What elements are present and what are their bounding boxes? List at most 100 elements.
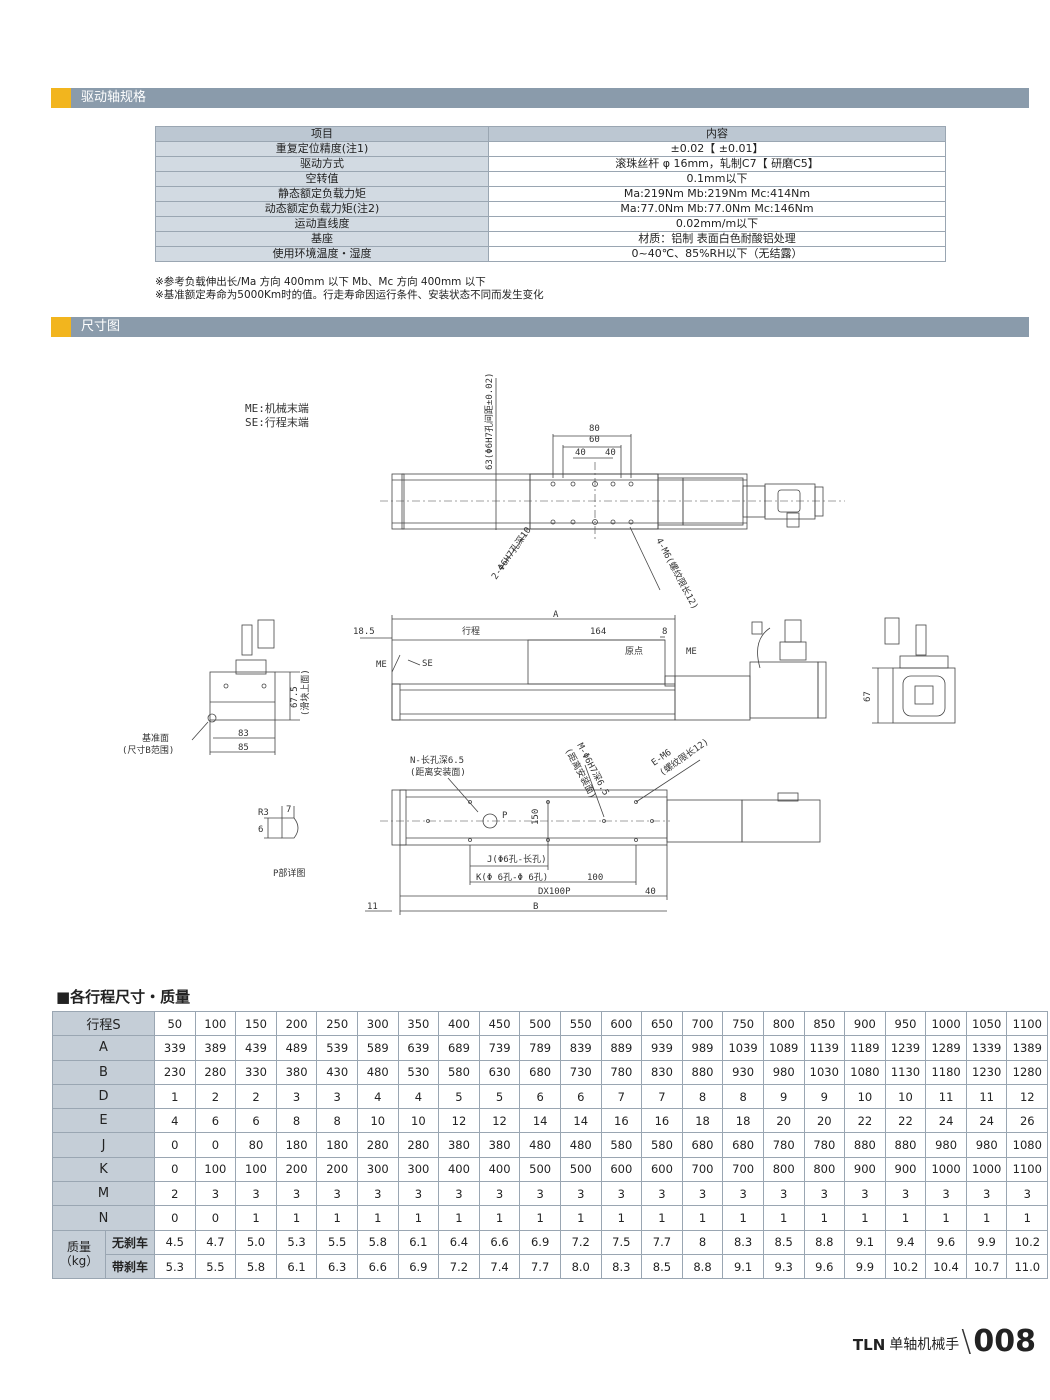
dim-cell: 800 <box>803 1156 846 1183</box>
p-mark: P <box>502 811 508 821</box>
mass-cell: 8.8 <box>681 1253 724 1280</box>
spec-value: 0~40℃、85%RH以下（无结露） <box>488 246 946 262</box>
dim-cell: 300 <box>397 1156 440 1183</box>
stroke-cell: 950 <box>884 1010 927 1037</box>
dim-cell: 3 <box>762 1181 805 1207</box>
dim-cell: 700 <box>722 1156 764 1183</box>
dim-cell: 4 <box>397 1083 440 1110</box>
dim-cell: 6 <box>194 1108 237 1134</box>
dim-150: 150 <box>531 809 541 825</box>
se-label: SE <box>422 659 433 669</box>
dim-cell: 2 <box>194 1083 237 1110</box>
n-hole-label: N-长孔深6.5 <box>410 754 464 766</box>
dim-cell: 1180 <box>925 1059 967 1085</box>
mass-cell: 8 <box>681 1229 724 1255</box>
dim-cell: 2 <box>154 1181 196 1207</box>
dim-cell: 680 <box>681 1132 724 1158</box>
dim-cell: 1 <box>154 1083 196 1110</box>
dim-cell: 5 <box>438 1083 480 1110</box>
dim-cell: 3 <box>316 1181 358 1207</box>
stroke-cell: 600 <box>600 1010 643 1037</box>
me-label-2: ME <box>686 647 697 657</box>
footer-subtitle: 单轴机械手 <box>889 1337 960 1353</box>
dim-cell: 0 <box>154 1156 196 1183</box>
dim-cell: 1389 <box>1006 1035 1049 1061</box>
dim-cell: 11 <box>965 1083 1008 1110</box>
dim-cell: 8 <box>275 1108 318 1134</box>
stroke-cell: 1000 <box>925 1010 967 1037</box>
dim-cell: 389 <box>194 1035 237 1061</box>
dim-cell: 24 <box>965 1108 1008 1134</box>
mass-cell: 6.9 <box>519 1229 561 1255</box>
dim-cell: 20 <box>762 1108 805 1134</box>
mass-cell: 9.9 <box>844 1253 886 1280</box>
spec-header-cell: 内容 <box>488 126 946 142</box>
stroke-cell: 850 <box>803 1010 846 1037</box>
dim-cell: 1339 <box>965 1035 1008 1061</box>
mass-cell: 5.3 <box>154 1253 196 1280</box>
dim-cell: 1 <box>925 1205 967 1231</box>
spec-header-cell: 项目 <box>155 126 489 142</box>
dim-cell: 4 <box>356 1083 399 1110</box>
spec-item: 使用环境温度・湿度 <box>155 246 489 262</box>
dim-cell: 3 <box>397 1181 440 1207</box>
dim-cell: 380 <box>275 1059 318 1085</box>
dim-cell: 80 <box>235 1132 277 1158</box>
dim-cell: 530 <box>397 1059 440 1085</box>
stroke-cell: 900 <box>844 1010 886 1037</box>
section-header-drive-spec: 驱动轴规格 <box>51 88 1029 108</box>
dim-cell: 1 <box>722 1205 764 1231</box>
dimension-drawing: ME:机械末端 SE:行程末端 80 60 40 40 63(Φ6H7孔间距±0… <box>122 373 956 915</box>
mass-cell: 6.6 <box>478 1229 521 1255</box>
mass-cell: 10.2 <box>884 1253 927 1280</box>
mass-cell: 7.2 <box>438 1253 480 1280</box>
dim-cell: 1 <box>397 1205 440 1231</box>
mass-cell: 9.4 <box>884 1229 927 1255</box>
note-2: ※基准额定寿命为5000Km时的值。行走寿命因运行条件、安装状态不同而发生变化 <box>155 289 544 301</box>
spec-item: 驱动方式 <box>155 156 489 172</box>
mass-cell: 9.9 <box>965 1229 1008 1255</box>
dim-cell: 1 <box>641 1205 683 1231</box>
dim-cell: 3 <box>316 1083 358 1110</box>
dim-cell: 1039 <box>722 1035 764 1061</box>
dim-cell: 730 <box>559 1059 602 1085</box>
dim-cell: 10 <box>884 1083 927 1110</box>
dim-cell: 1289 <box>925 1035 967 1061</box>
mass-cell: 6.6 <box>356 1253 399 1280</box>
dim-cell: 16 <box>641 1108 683 1134</box>
dim-cell: 1 <box>965 1205 1008 1231</box>
dim-cell: 780 <box>762 1132 805 1158</box>
dim-164: 164 <box>590 627 606 637</box>
dim-cell: 18 <box>722 1108 764 1134</box>
dim-label: E <box>52 1108 155 1134</box>
dx100p-label: DX100P <box>538 887 571 897</box>
dim-cell: 10 <box>844 1083 886 1110</box>
mass-label: 质量（kg） <box>52 1229 106 1280</box>
stroke-cell: 1050 <box>965 1010 1008 1037</box>
dim-cell: 180 <box>275 1132 318 1158</box>
stroke-cell: 500 <box>519 1010 561 1037</box>
mass-cell: 5.0 <box>235 1229 277 1255</box>
dim-cell: 280 <box>397 1132 440 1158</box>
dim-cell: 1080 <box>844 1059 886 1085</box>
spec-value: 材质：铝制 表面白色耐酸铝处理 <box>488 231 946 247</box>
spec-row: 驱动方式滚珠丝杆 φ 16mm，轧制C7【 研磨C5】 <box>155 156 946 172</box>
base-ref-label: 基准面 <box>142 732 169 744</box>
dim-cell: 16 <box>600 1108 643 1134</box>
dim-cell: 680 <box>722 1132 764 1158</box>
section-title: 尺寸图 <box>81 319 121 334</box>
section-accent <box>51 88 71 108</box>
dim-cell: 100 <box>235 1156 277 1183</box>
mass-cell: 8.8 <box>803 1229 846 1255</box>
dim-cell: 0 <box>194 1205 237 1231</box>
mass-cell: 6.9 <box>397 1253 440 1280</box>
dim-cell: 939 <box>641 1035 683 1061</box>
dim-cell: 1 <box>884 1205 927 1231</box>
dim-cell: 14 <box>559 1108 602 1134</box>
origin-label: 原点 <box>625 646 643 657</box>
dim-cell: 1280 <box>1006 1059 1049 1085</box>
